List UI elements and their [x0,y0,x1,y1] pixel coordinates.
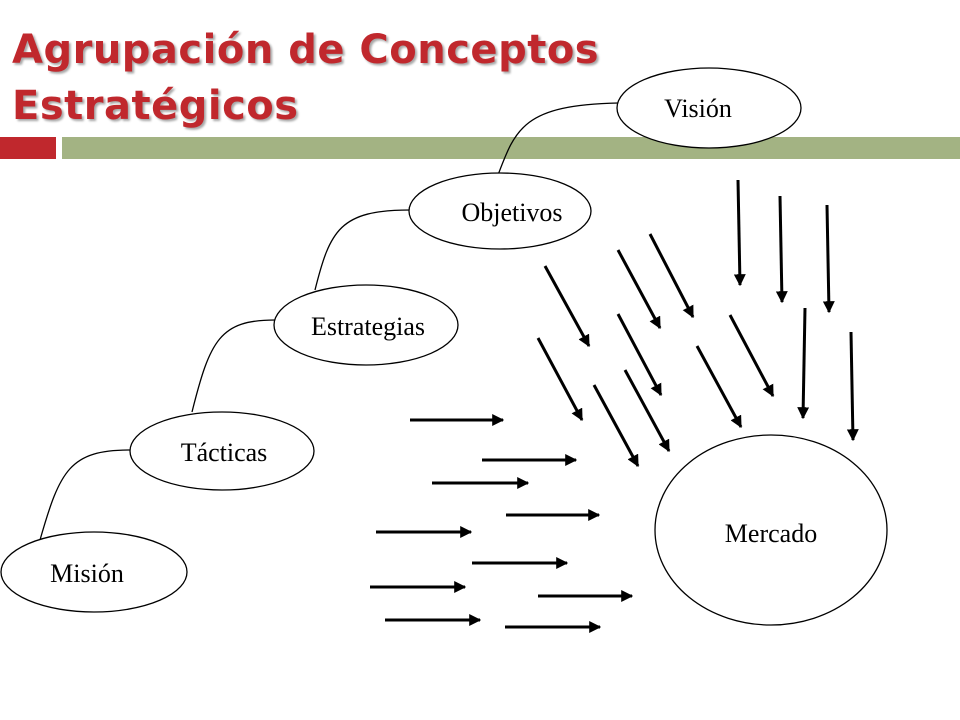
label-estrategias: Estrategias [311,312,425,341]
arrow [592,384,640,468]
label-objetivos: Objetivos [461,198,562,227]
slide-title: Agrupación de Conceptos Estratégicos [12,22,652,134]
arrow [623,369,671,453]
arrow [695,345,743,429]
connector-estrategias-objetivos [314,209,411,291]
arrow [648,233,695,319]
arrow [543,265,591,348]
arrow [797,307,810,420]
title-accent-bar-red [0,137,56,159]
connector-mision-tacticas [39,449,131,541]
arrow [616,313,663,397]
arrow [728,314,775,398]
label-tacticas: Tácticas [181,438,268,467]
connector-objetivos-vision [494,102,619,184]
ellipse-objetivos [408,172,592,250]
arrow [536,337,584,422]
slide-title-line-1: Agrupación de Conceptos [12,27,600,73]
ellipse-vision [616,67,802,149]
arrow [733,179,746,287]
arrow [846,331,859,442]
label-mision: Misión [50,559,124,588]
ellipse-estrategias [273,284,459,366]
force-arrows [370,179,859,633]
connector-tacticas-estrategias [191,319,276,413]
label-vision: Visión [664,94,732,123]
ellipse-mision [0,531,188,613]
arrow [775,195,788,304]
arrow [822,204,835,314]
ellipse-tacticas [129,411,315,491]
slide-title-line-2: Estratégicos [12,83,299,129]
arrow [616,249,662,330]
connector-lines [39,102,619,541]
circle-mercado [654,434,888,626]
label-mercado: Mercado [725,519,817,548]
